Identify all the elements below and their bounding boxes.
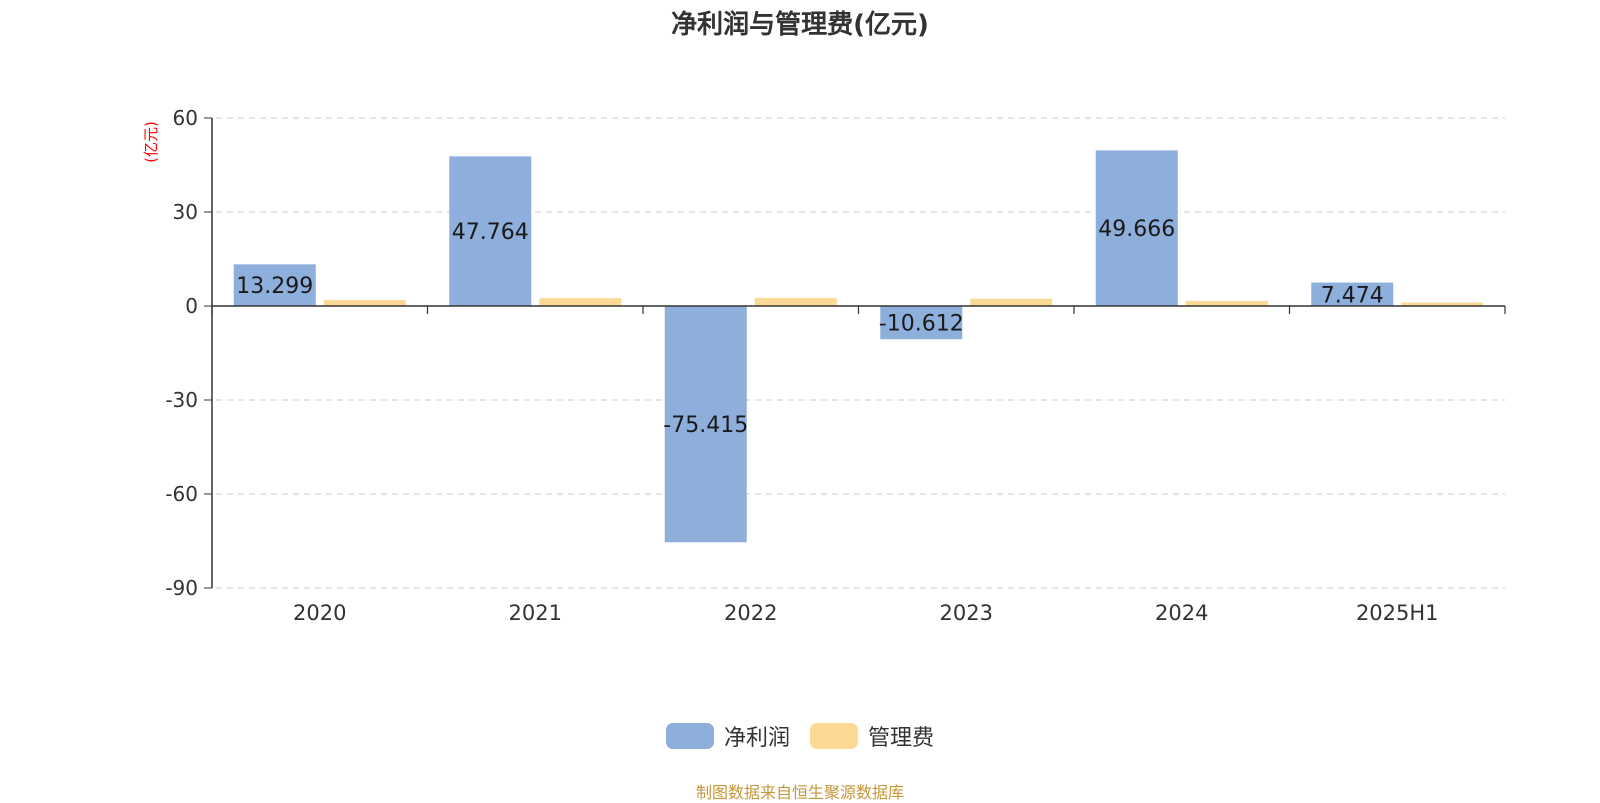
legend-label-net-profit: 净利润	[723, 726, 790, 751]
data-label: 7.474	[1321, 283, 1384, 308]
x-tick-label: 2024	[1155, 601, 1208, 625]
bar-net-profit	[449, 156, 532, 306]
source-note: 制图数据来自恒生聚源数据库	[695, 783, 904, 802]
legend-swatch-net-profit	[665, 723, 714, 749]
x-tick-label: 2021	[509, 601, 562, 625]
y-tick-label: 60	[173, 106, 198, 130]
bar-admin-expense	[754, 297, 837, 306]
bar-net-profit	[233, 264, 316, 306]
legend: 净利润 管理费	[0, 720, 1600, 752]
grid-lines	[216, 117, 1505, 589]
y-tick-label: 30	[173, 200, 198, 224]
legend-item-admin-expense[interactable]: 管理费	[810, 720, 934, 752]
legend-item-net-profit[interactable]: 净利润	[665, 720, 790, 752]
bar-net-profit	[1095, 150, 1178, 306]
bar-admin-expense	[323, 300, 406, 306]
bar-net-profit	[1311, 282, 1394, 306]
data-label: -10.612	[879, 312, 964, 337]
data-label: -75.415	[663, 413, 748, 438]
x-tick-label: 2020	[293, 601, 346, 625]
bar-net-profit	[880, 306, 963, 340]
legend-label-admin-expense: 管理费	[868, 726, 935, 751]
chart-title: 净利润与管理费(亿元)	[671, 10, 929, 40]
x-tick-label: 2022	[724, 601, 777, 625]
bar-admin-expense	[1185, 300, 1268, 306]
y-tick-label: 0	[185, 294, 198, 318]
bar-net-profit	[664, 306, 747, 543]
bar-admin-expense	[970, 298, 1053, 306]
data-label: 13.299	[236, 274, 313, 299]
bar-admin-expense	[1401, 302, 1484, 306]
y-tick-label: -30	[165, 388, 198, 412]
y-tick-label: -90	[165, 576, 198, 600]
axes: 60 30 0 -30 -60 -90 2020 2021 2022 2023 2024 2025H1	[165, 106, 1506, 625]
data-label: 49.666	[1098, 217, 1175, 242]
x-tick-label: 2025H1	[1356, 601, 1439, 625]
data-label: 47.764	[452, 220, 529, 245]
y-tick-label: -60	[165, 482, 198, 506]
bars	[233, 150, 1484, 543]
y-axis-label: (亿元)	[142, 121, 160, 163]
x-tick-label: 2023	[940, 601, 993, 625]
bar-admin-expense	[539, 298, 622, 306]
data-labels: 13.299 47.764 -75.415 -10.612 49.666 7.474	[236, 217, 1383, 438]
legend-swatch-admin-expense	[810, 723, 858, 749]
